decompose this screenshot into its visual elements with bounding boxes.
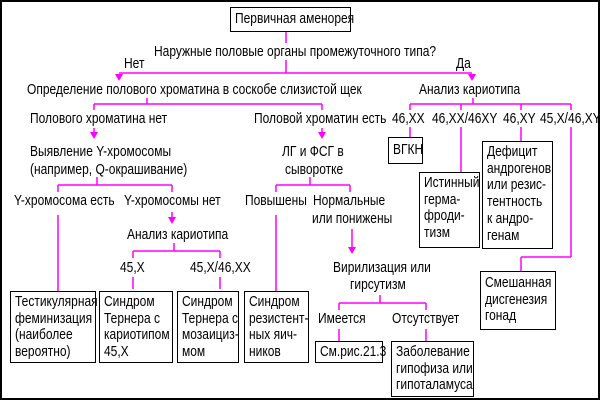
arrow-icon	[168, 217, 176, 224]
karyotype-analysis-right: Анализ кариотипа	[419, 81, 521, 98]
box-text: 45,X	[104, 343, 129, 361]
box-text: дисгенезия	[485, 290, 548, 308]
box-text: кариотипом	[104, 326, 170, 344]
raised-label: Повышены	[245, 192, 307, 209]
karyotype-46xy: 46,XY	[503, 110, 536, 127]
connector-lines	[57, 31, 572, 341]
box-text: (наиболее	[15, 326, 73, 344]
karyotype-46xx-46xy: 46,XX/46XY	[432, 110, 498, 127]
arrow-icon	[318, 132, 326, 139]
question-external-genitalia: Наружные половые органы промежуточного т…	[154, 43, 437, 60]
normal-line1: Нормальные	[313, 192, 386, 209]
box-text: Смешанная	[485, 274, 552, 291]
primary-amenorrhea-box: Первичная аменорея	[230, 7, 355, 32]
arrow-icon	[115, 74, 123, 81]
box-text: тентность	[487, 193, 543, 211]
box-text: герма-	[424, 190, 461, 208]
answer-no: Нет	[124, 55, 145, 72]
karyotype-45x: 45,X	[120, 259, 145, 276]
virilization-line1: Вирилизация или	[333, 259, 431, 276]
box-text: ных яич-	[249, 326, 298, 344]
karyotype-45x-46xy: 45,X/46,XY	[540, 110, 600, 127]
karyotype-45x-46xx: 45,X/46,XX	[190, 259, 251, 276]
sex-chromatin-test: Определение полового хроматина в соскобе…	[27, 81, 362, 98]
box-text: мозаициз-	[182, 326, 239, 344]
present-label: Имеется	[318, 310, 366, 327]
box-text: Заболевание	[396, 343, 470, 360]
no-sex-chromatin: Полового хроматина нет	[30, 110, 168, 127]
sex-chromatin-present: Половой хроматин есть	[254, 110, 387, 127]
box-text: Синдром	[249, 293, 300, 310]
box-text: Синдром	[104, 293, 155, 310]
y-detection-line2: (например, Q-окрашивание)	[30, 161, 188, 178]
box-text: Истинный	[424, 174, 480, 191]
see-figure-box: См.рис.21.3	[315, 341, 387, 363]
box-text: Тернера с	[182, 309, 238, 327]
box-text: гипофиза или	[396, 359, 473, 377]
arrow-icon	[468, 74, 476, 81]
box-text: ников	[249, 343, 281, 361]
virilization-line2: гирсутизм	[350, 276, 406, 293]
box-text: андрогенов	[487, 159, 552, 177]
box-text: гонад	[485, 307, 517, 325]
y-chromosome-present: Y-хромосома есть	[14, 192, 115, 209]
lh-fsh-line2: сыворотке	[285, 161, 344, 178]
box-text: к андро-	[487, 209, 534, 227]
box-text: или резис-	[487, 176, 547, 194]
box-text: мом	[182, 343, 206, 361]
karyotype-46xx: 46,XX	[392, 110, 425, 127]
box-text: генам	[487, 226, 520, 244]
box-text: вероятно)	[15, 343, 71, 361]
box-text: Дефицит	[487, 143, 538, 160]
box-text: Тестикулярная	[15, 293, 98, 310]
box-text: тизм	[424, 224, 450, 242]
y-detection-line1: Выявление Y-хромосомы	[30, 143, 172, 160]
box-text: феминизация	[15, 309, 93, 327]
y-chromosome-absent: Y-хромосомы нет	[124, 192, 221, 209]
box-text: гипоталамуса	[396, 376, 473, 394]
karyotype-analysis-left: Анализ кариотипа	[127, 226, 229, 243]
arrowheads	[90, 74, 476, 254]
answer-yes: Да	[456, 55, 471, 72]
box-text: Синдром	[182, 293, 233, 310]
normal-line2: или понижены	[312, 210, 393, 227]
arrow-icon	[348, 247, 356, 254]
box-text: См.рис.21.3	[320, 343, 387, 360]
absent-label: Отсутствует	[392, 310, 460, 327]
lh-fsh-line1: ЛГ и ФСГ в	[282, 143, 344, 160]
box-text: фроди-	[424, 207, 465, 225]
vgkn-box: ВГКН	[388, 137, 423, 164]
box-text: ВГКН	[393, 141, 424, 158]
box-text: Первичная аменорея	[235, 10, 355, 27]
arrow-icon	[90, 132, 98, 139]
box-text: Тернера с	[104, 309, 160, 327]
box-text: резистент-	[249, 309, 309, 327]
